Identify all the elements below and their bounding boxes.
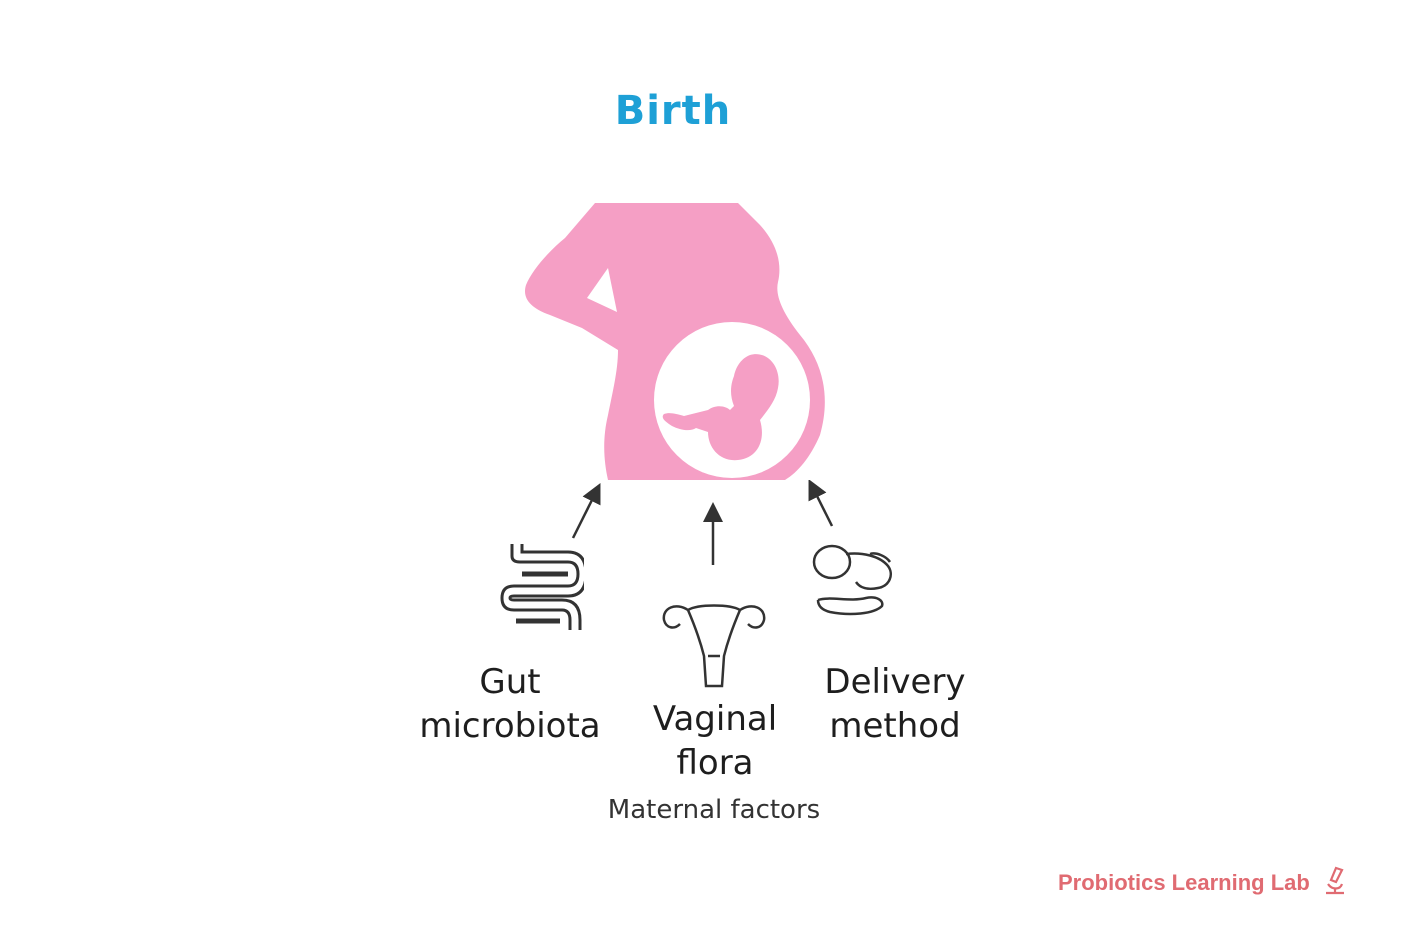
baby-in-hand-icon	[812, 544, 892, 616]
diagram-title: Birth	[614, 88, 732, 134]
brand-watermark: Probiotics Learning Lab	[1058, 866, 1346, 896]
factor-delivery: Delivery method	[810, 660, 980, 748]
factor-vaginal-line1: Vaginal	[652, 699, 778, 739]
factor-delivery-line2: method	[829, 706, 961, 746]
intestine-icon	[500, 544, 584, 630]
pregnant-woman-icon	[525, 203, 825, 480]
factor-gut-line2: microbiota	[419, 706, 601, 746]
arrows	[571, 480, 834, 565]
factor-vaginal-line2: flora	[676, 743, 754, 783]
maternal-factors-label: Maternal factors	[607, 795, 821, 825]
microscope-icon	[1325, 866, 1344, 895]
factor-delivery-line1: Delivery	[824, 662, 966, 702]
factor-gut: Gut microbiota	[405, 660, 615, 748]
brand-name: Probiotics Learning Lab	[1058, 870, 1310, 895]
factor-gut-line1: Gut	[479, 662, 541, 702]
factor-vaginal: Vaginal flora	[620, 697, 810, 785]
uterus-icon	[662, 604, 766, 688]
